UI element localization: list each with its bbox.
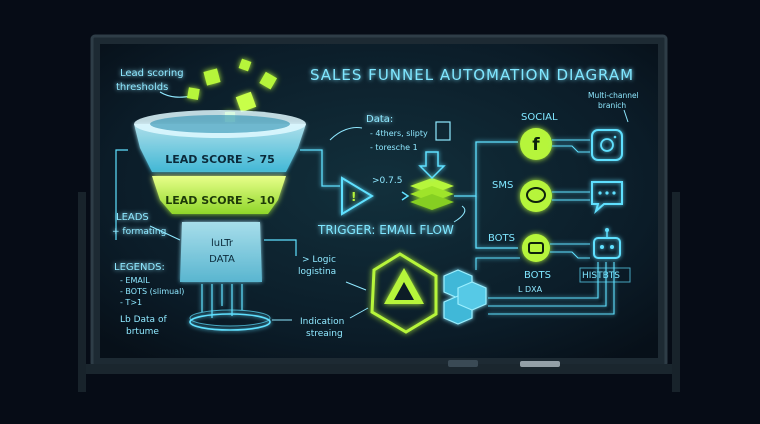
- marker: [448, 360, 478, 367]
- alert-icon: !: [351, 190, 356, 204]
- data-note-arrow: [329, 127, 363, 141]
- channel-label-sms: SMS: [492, 180, 513, 191]
- note-multi-channel-2: branich: [598, 101, 626, 110]
- note-logic-2: logistina: [298, 267, 336, 277]
- trigger-icon: [341, 176, 374, 216]
- note-data-of-1: Lb Data of: [120, 315, 167, 325]
- legend-item-t: - T>1: [120, 298, 142, 307]
- channel-social-node: f: [520, 128, 552, 160]
- logic-arrow: [345, 281, 367, 291]
- multi-channel-arrow: [623, 109, 629, 123]
- logic-engine-frame: [370, 252, 438, 334]
- channel-label-bots: BOTS: [488, 233, 515, 244]
- note-multi-channel-1: Multi-channel: [588, 91, 639, 100]
- leads-arrow: [149, 225, 181, 241]
- cube: [238, 58, 252, 72]
- note-data-item-2: - toresche 1: [370, 143, 418, 152]
- cube: [259, 71, 278, 90]
- board-stand-left: [78, 192, 86, 392]
- note-leads-2: + formating: [112, 227, 166, 237]
- cube: [457, 281, 487, 311]
- message-tile: [591, 181, 623, 214]
- note-indication-2: streaing: [306, 329, 343, 339]
- note-logic-1: > Logic: [302, 255, 336, 265]
- cube: [203, 68, 221, 86]
- chat-bubble-icon: [526, 187, 546, 203]
- eraser: [520, 361, 560, 367]
- trigger-label-arrow: [453, 205, 466, 223]
- note-data-of-2: brtume: [126, 327, 159, 337]
- connector-bots: [475, 196, 518, 249]
- robot-icon: [528, 242, 544, 254]
- funnel-tier-2-label: LEAD SCORE > 10: [165, 194, 275, 207]
- cube: [235, 91, 257, 113]
- note-indication-1: Indication: [300, 317, 344, 327]
- circuit-traces: [550, 139, 590, 259]
- connector-tier1-trigger: [300, 149, 340, 187]
- funnel-tier-2: [152, 176, 286, 214]
- down-arrow-icon: [418, 151, 446, 180]
- stack-layer: [410, 194, 454, 210]
- funnel-opening: [150, 115, 290, 133]
- funnel-tier-3-label-top: luLTr: [211, 238, 234, 249]
- message-icon: [591, 181, 623, 214]
- channel-sms-node: [520, 180, 552, 212]
- lead-cubes: [187, 58, 278, 122]
- histbts-box: [579, 267, 631, 283]
- note-data-item-1: - 4thers, slipty: [370, 129, 428, 138]
- instagram-icon: [591, 129, 623, 161]
- indication-arrow-right: [349, 307, 369, 319]
- instagram-tile: [591, 129, 623, 161]
- board-stand-right: [672, 192, 680, 392]
- funnel-tier-1-label: LEAD SCORE > 75: [165, 153, 275, 166]
- channel-label-social: SOCIAL: [521, 112, 558, 123]
- marker-tray: [86, 364, 672, 374]
- output-disc: [189, 313, 271, 331]
- bottom-traces: [475, 257, 615, 315]
- output-disc-top: [189, 309, 271, 327]
- logic-engine: [370, 252, 438, 334]
- arrow-head: [401, 191, 410, 201]
- channel-bots-node: [522, 234, 550, 262]
- trigger-label: TRIGGER: EMAIL FLOW: [317, 223, 454, 237]
- lead-funnel: LEAD SCORE > 75 LEAD SCORE > 10 luLTr DA…: [134, 110, 306, 282]
- diagram-title: SALES FUNNEL AUTOMATION DIAGRAM: [310, 66, 634, 84]
- note-lead-scoring-1: Lead scoring: [120, 68, 184, 79]
- funnel-tier-3: [180, 222, 262, 282]
- channel-label-bots-bottom: BOTS: [524, 270, 551, 281]
- bot-tile: [593, 228, 621, 259]
- note-data-title: Data:: [366, 114, 393, 125]
- bracket-left: [115, 149, 128, 240]
- note-l-data: L DXA: [518, 285, 543, 294]
- connector-data-logic: [264, 239, 297, 256]
- threshold-label: >0.7.5: [372, 176, 402, 186]
- histbts-label: HISTBTS: [582, 271, 620, 281]
- note-leads-1: LEADS: [116, 212, 149, 223]
- legend-item-bots: - BOTS (slimual): [120, 287, 184, 296]
- logic-engine-core: [394, 282, 414, 300]
- cube: [187, 87, 200, 100]
- legends-title: LEGENDS:: [114, 262, 165, 273]
- funnel-drip-lines: [201, 284, 243, 318]
- legend-item-email: - EMAIL: [120, 276, 150, 285]
- document-icon: [435, 121, 451, 141]
- funnel-tier-3-label-bottom: DATA: [209, 254, 235, 265]
- note-lead-scoring-2: thresholds: [116, 82, 168, 93]
- email-flow-stack: [410, 178, 454, 210]
- data-cubes: [443, 269, 487, 325]
- facebook-icon: f: [532, 135, 540, 155]
